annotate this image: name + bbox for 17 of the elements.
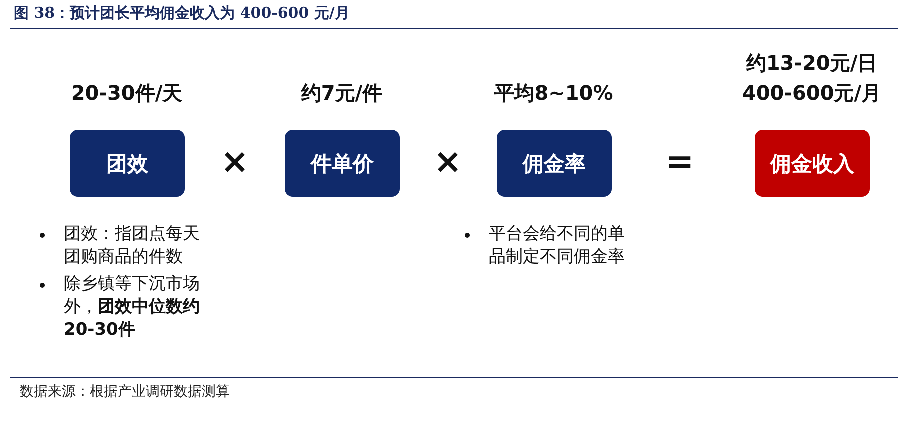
operator-sign: × <box>220 142 250 182</box>
value-label: 平均8~10% <box>494 80 614 107</box>
value-label: 约7元/件 <box>300 80 384 107</box>
value-label: 20-30件/天 <box>70 80 184 107</box>
figure-title: 图 38：预计团长平均佣金收入为 400-600 元/月 <box>14 4 350 23</box>
operator-sign: × <box>432 142 464 182</box>
operator-sign: = <box>664 142 696 182</box>
source-note: 数据来源：根据产业调研数据测算 <box>20 383 230 401</box>
bullet-note: 除乡镇等下沉市场外，团效中位数约20-30件 <box>64 273 201 342</box>
value-label: 约13-20元/日 <box>745 50 879 77</box>
formula-box: 件单价 <box>285 130 400 197</box>
formula-box: 佣金率 <box>497 130 612 197</box>
bullet-note: 平台会给不同的单品制定不同佣金率 <box>489 223 626 269</box>
formula-box: 团效 <box>70 130 185 197</box>
formula-box: 佣金收入 <box>755 130 870 197</box>
value-label: 400-600元/月 <box>741 80 883 107</box>
bullet-note: 团效：指团点每天团购商品的件数 <box>64 223 201 269</box>
